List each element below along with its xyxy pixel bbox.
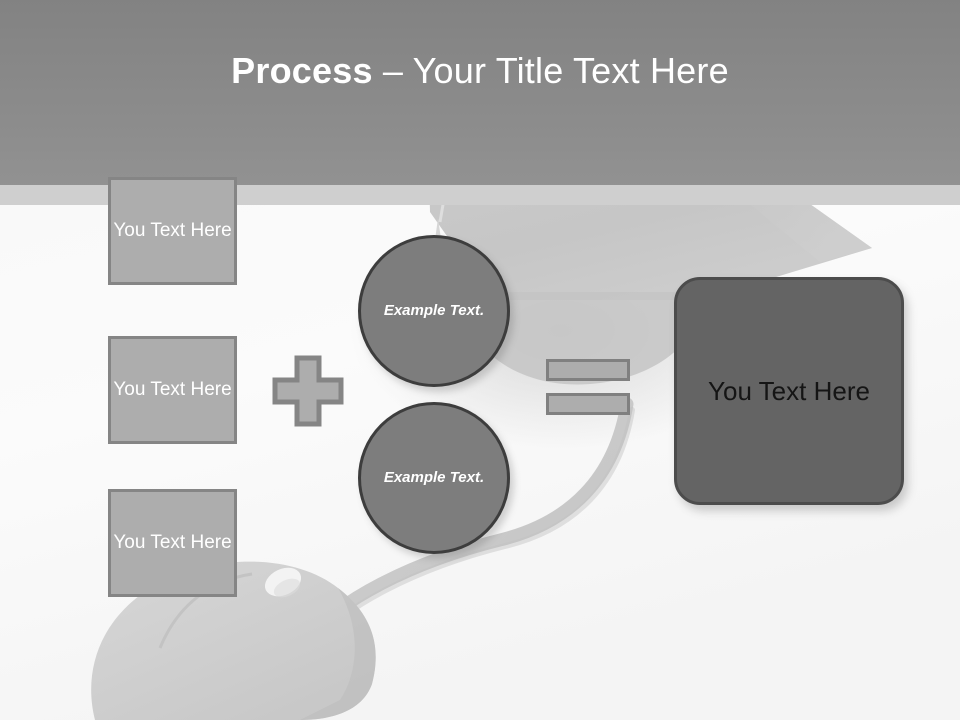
process-circle-2[interactable]: Example Text. [358, 402, 510, 554]
equals-bar-top [546, 359, 630, 381]
input-box-2-label: You Text Here [113, 378, 232, 400]
mouse-shade [300, 588, 376, 720]
equals-icon [546, 359, 630, 417]
computer-mouse-icon [91, 561, 376, 720]
input-box-3[interactable]: You Text Here [108, 489, 237, 597]
result-box-label: You Text Here [708, 375, 870, 406]
page-title-rest: – Your Title Text Here [372, 50, 729, 91]
input-box-1-label: You Text Here [113, 219, 232, 241]
input-box-1[interactable]: You Text Here [108, 177, 237, 285]
tassel-knot [435, 218, 441, 240]
header-accent-ellipse [0, 0, 960, 205]
page-title-strong: Process [231, 50, 373, 91]
result-box[interactable]: You Text Here [674, 277, 904, 505]
page-title: Process – Your Title Text Here [0, 50, 960, 92]
process-circle-1[interactable]: Example Text. [358, 235, 510, 387]
graduation-cap-crown [455, 292, 706, 385]
input-box-3-label: You Text Here [113, 531, 232, 553]
process-circle-1-label: Example Text. [383, 301, 485, 319]
process-circle-2-label: Example Text. [383, 468, 485, 486]
header-accent-band [0, 0, 960, 205]
input-box-2[interactable]: You Text Here [108, 336, 237, 444]
plus-icon [272, 355, 344, 427]
mouse-wheel-shade [273, 578, 301, 598]
equals-bar-bottom [546, 393, 630, 415]
